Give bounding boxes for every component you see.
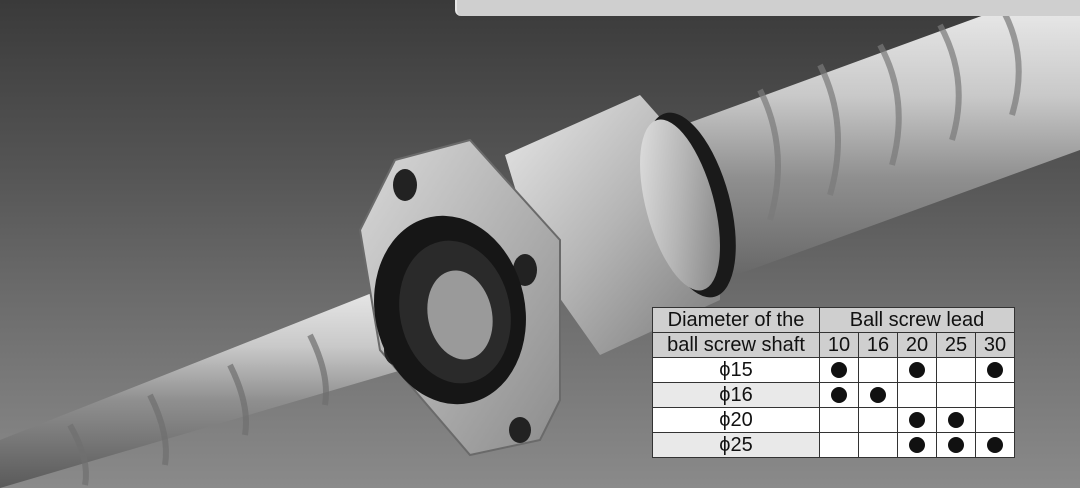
available-mark-icon (870, 387, 886, 404)
shaft-diameter-cell: ϕ25 (652, 432, 820, 458)
mark-cell (858, 407, 898, 433)
mark-cell (936, 382, 976, 408)
shaft-diameter-cell: ϕ15 (652, 357, 820, 383)
lead-value-0: 10 (819, 332, 859, 358)
ball-screw-spec-table: Diameter of the Ball screw lead ball scr… (652, 307, 1015, 458)
shaft-diameter-cell: ϕ16 (652, 382, 820, 408)
table-row: ϕ25 (652, 432, 1015, 458)
mark-cell (975, 432, 1015, 458)
mark-cell (819, 382, 859, 408)
available-mark-icon (831, 362, 847, 379)
mark-cell (936, 357, 976, 383)
table-row: ϕ15 (652, 357, 1015, 383)
available-mark-icon (948, 437, 964, 454)
lead-header: Ball screw lead (819, 307, 1015, 333)
lead-value-1: 16 (858, 332, 898, 358)
available-mark-icon (987, 362, 1003, 379)
mark-cell (897, 357, 937, 383)
mark-cell (897, 382, 937, 408)
ball-nut-flange (358, 138, 561, 457)
available-mark-icon (909, 412, 925, 429)
shaft-diameter-header: Diameter of the (652, 307, 820, 333)
available-mark-icon (909, 437, 925, 454)
mark-cell (819, 432, 859, 458)
mark-cell (975, 357, 1015, 383)
shaft-diameter-header-line2: ball screw shaft (652, 332, 820, 358)
mark-cell (897, 407, 937, 433)
shaft-diameter-cell: ϕ20 (652, 407, 820, 433)
screw-shaft-lower (0, 270, 470, 488)
mark-cell (858, 432, 898, 458)
mark-cell (897, 432, 937, 458)
mark-cell (819, 407, 859, 433)
mark-cell (858, 382, 898, 408)
available-mark-icon (948, 412, 964, 429)
lead-value-2: 20 (897, 332, 937, 358)
available-mark-icon (831, 387, 847, 404)
header-banner-strip (455, 0, 1080, 16)
mark-cell (819, 357, 859, 383)
lead-value-4: 30 (975, 332, 1015, 358)
mark-cell (936, 407, 976, 433)
available-mark-icon (909, 362, 925, 379)
lead-value-3: 25 (936, 332, 976, 358)
table-row: ϕ16 (652, 382, 1015, 408)
mark-cell (858, 357, 898, 383)
mark-cell (936, 432, 976, 458)
available-mark-icon (987, 437, 1003, 454)
mark-cell (975, 407, 1015, 433)
mark-cell (975, 382, 1015, 408)
table-row: ϕ20 (652, 407, 1015, 433)
